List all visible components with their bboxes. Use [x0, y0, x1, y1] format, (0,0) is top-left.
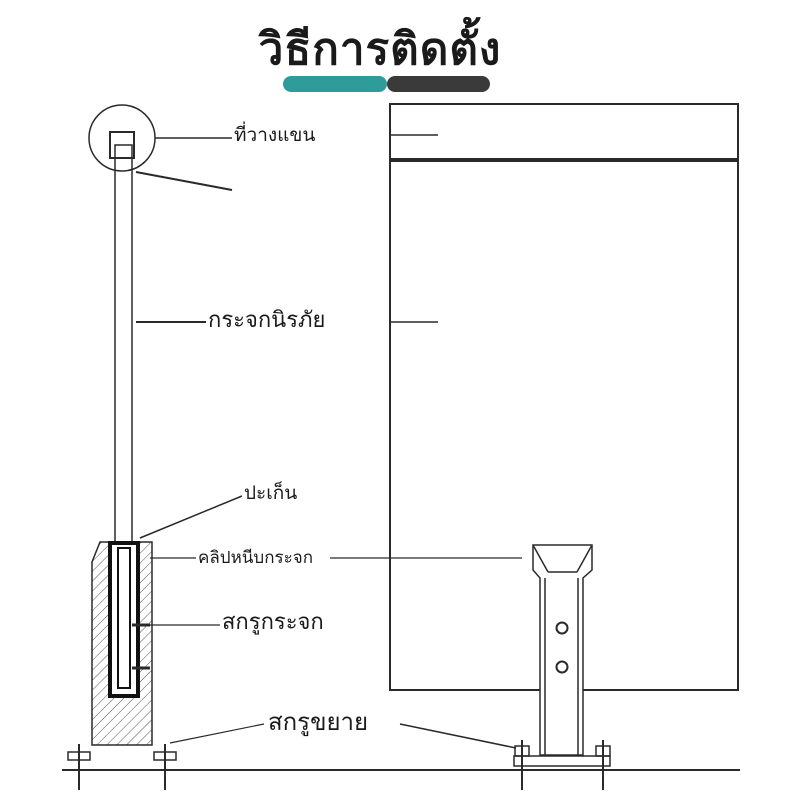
clamp-inner-glass — [117, 547, 131, 689]
armrest-circle — [88, 104, 156, 172]
front-base-plate — [513, 755, 611, 767]
label-glass-screw: สกรูกระจก — [220, 610, 326, 635]
clamp-front-slope-left — [532, 544, 549, 573]
anchor-pointer-right — [399, 723, 517, 749]
clamp-front-slope-right — [576, 544, 593, 573]
label-glass-clip: คลิปหนีบกระจก — [196, 548, 316, 568]
label-anchor-bolt: สกรูขยาย — [266, 708, 371, 736]
gasket-pointer-line — [139, 495, 243, 539]
clamp-screw-hole-1 — [555, 621, 569, 635]
label-gasket: ปะเก็น — [242, 482, 300, 504]
anchor-pointer-left — [169, 723, 265, 744]
label-armrest: ที่วางแขน — [232, 124, 318, 146]
armrest-slant-line — [135, 171, 233, 191]
base-clamp-front — [532, 544, 593, 756]
clamp-screw-hole-2 — [555, 660, 569, 674]
glass-pane-side — [114, 144, 133, 556]
armrest-channel — [109, 131, 135, 159]
page-title: วิธีการติดตั้ง — [258, 24, 502, 75]
title-accent-bar-dark — [387, 76, 490, 92]
title-accent-bar-teal — [283, 76, 387, 92]
label-safety-glass: กระจกนิรภัย — [206, 308, 328, 333]
